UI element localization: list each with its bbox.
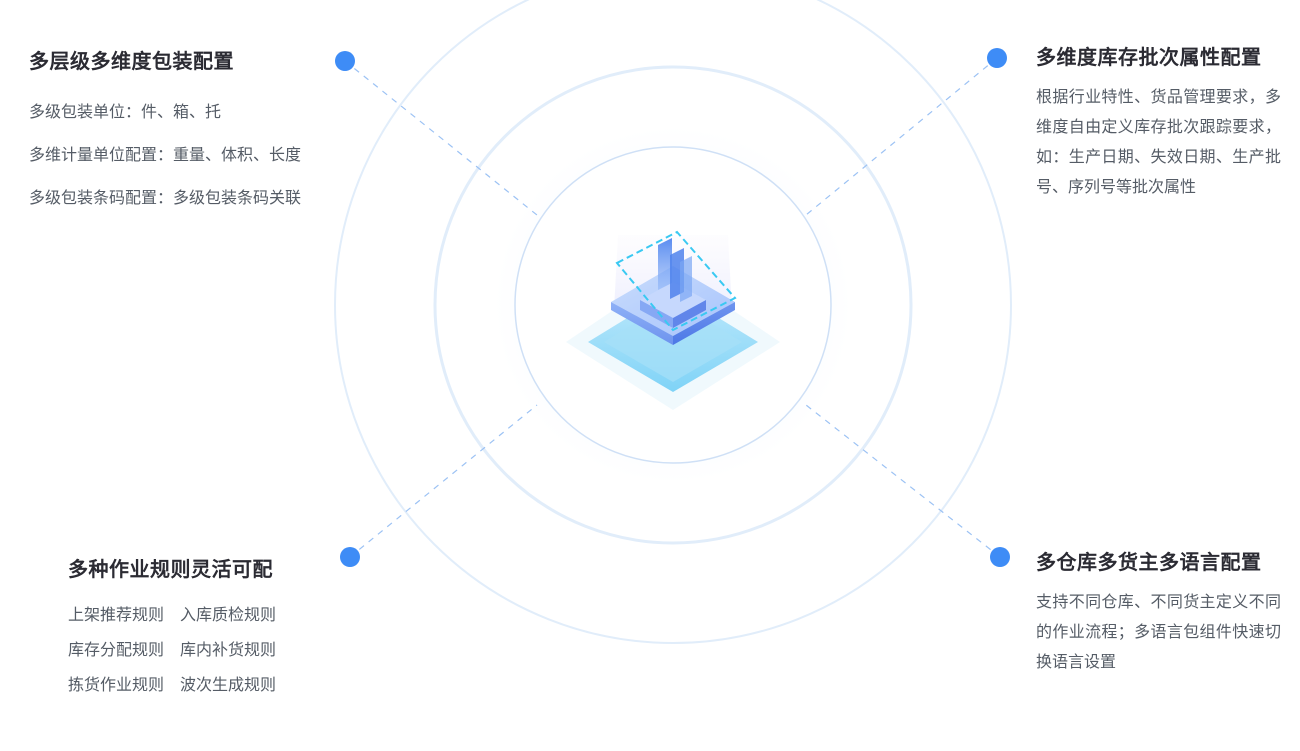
outer-ring: [334, 0, 1012, 644]
connector-top-left: [344, 60, 538, 216]
rule-row: 拣货作业规则波次生成规则: [68, 667, 276, 702]
operation-rules-list: 上架推荐规则入库质检规则 库存分配规则库内补货规则 拣货作业规则波次生成规则: [68, 597, 276, 702]
batch-attribute-block: 多维度库存批次属性配置 根据行业特性、货品管理要求，多维度自由定义库存批次跟踪要…: [1036, 44, 1281, 202]
multi-warehouse-title: 多仓库多货主多语言配置: [1036, 550, 1262, 574]
dot-top-right: [987, 48, 1007, 68]
batch-attribute-title: 多维度库存批次属性配置: [1036, 45, 1262, 69]
multi-warehouse-desc: 支持不同仓库、不同货主定义不同的作业流程；多语言包组件快速切换语言设置: [1036, 592, 1281, 671]
batch-attribute-desc: 根据行业特性、货品管理要求，多维度自由定义库存批次跟踪要求，如：生产日期、失效日…: [1036, 87, 1281, 196]
rule-row: 上架推荐规则入库质检规则: [68, 597, 276, 632]
operation-rules-title: 多种作业规则灵活可配: [68, 557, 273, 581]
rule-row: 库存分配规则库内补货规则: [68, 632, 276, 667]
packaging-config-block: 多层级多维度包装配置 多级包装单位：件、箱、托 多维计量单位配置：重量、体积、长…: [29, 48, 301, 219]
rule-item: 上架推荐规则: [68, 605, 165, 624]
rule-item: 库内补货规则: [180, 640, 277, 659]
connector-bottom-right: [805, 404, 1001, 558]
connector-top-right: [805, 57, 998, 216]
operation-rules-block: 多种作业规则灵活可配 上架推荐规则入库质检规则 库存分配规则库内补货规则 拣货作…: [68, 556, 276, 702]
dot-bottom-right: [990, 547, 1010, 567]
packaging-config-line: 多维计量单位配置：重量、体积、长度: [29, 145, 302, 164]
connector-bottom-left: [349, 404, 538, 558]
dot-bottom-left: [340, 547, 360, 567]
packaging-config-lines: 多级包装单位：件、箱、托 多维计量单位配置：重量、体积、长度 多级包装条码配置：…: [29, 90, 301, 219]
multi-warehouse-block: 多仓库多货主多语言配置 支持不同仓库、不同货主定义不同的作业流程；多语言包组件快…: [1036, 549, 1281, 677]
middle-ring: [433, 65, 913, 545]
packaging-config-title: 多层级多维度包装配置: [29, 49, 234, 73]
packaging-config-line: 多级包装单位：件、箱、托: [29, 102, 222, 121]
rule-item: 库存分配规则: [68, 640, 165, 659]
isometric-stack-icon: [566, 230, 780, 410]
dot-top-left: [335, 51, 355, 71]
rule-item: 入库质检规则: [180, 605, 277, 624]
packaging-config-line: 多级包装条码配置：多级包装条码关联: [29, 188, 302, 207]
rule-item: 波次生成规则: [180, 675, 277, 694]
rule-item: 拣货作业规则: [68, 675, 165, 694]
